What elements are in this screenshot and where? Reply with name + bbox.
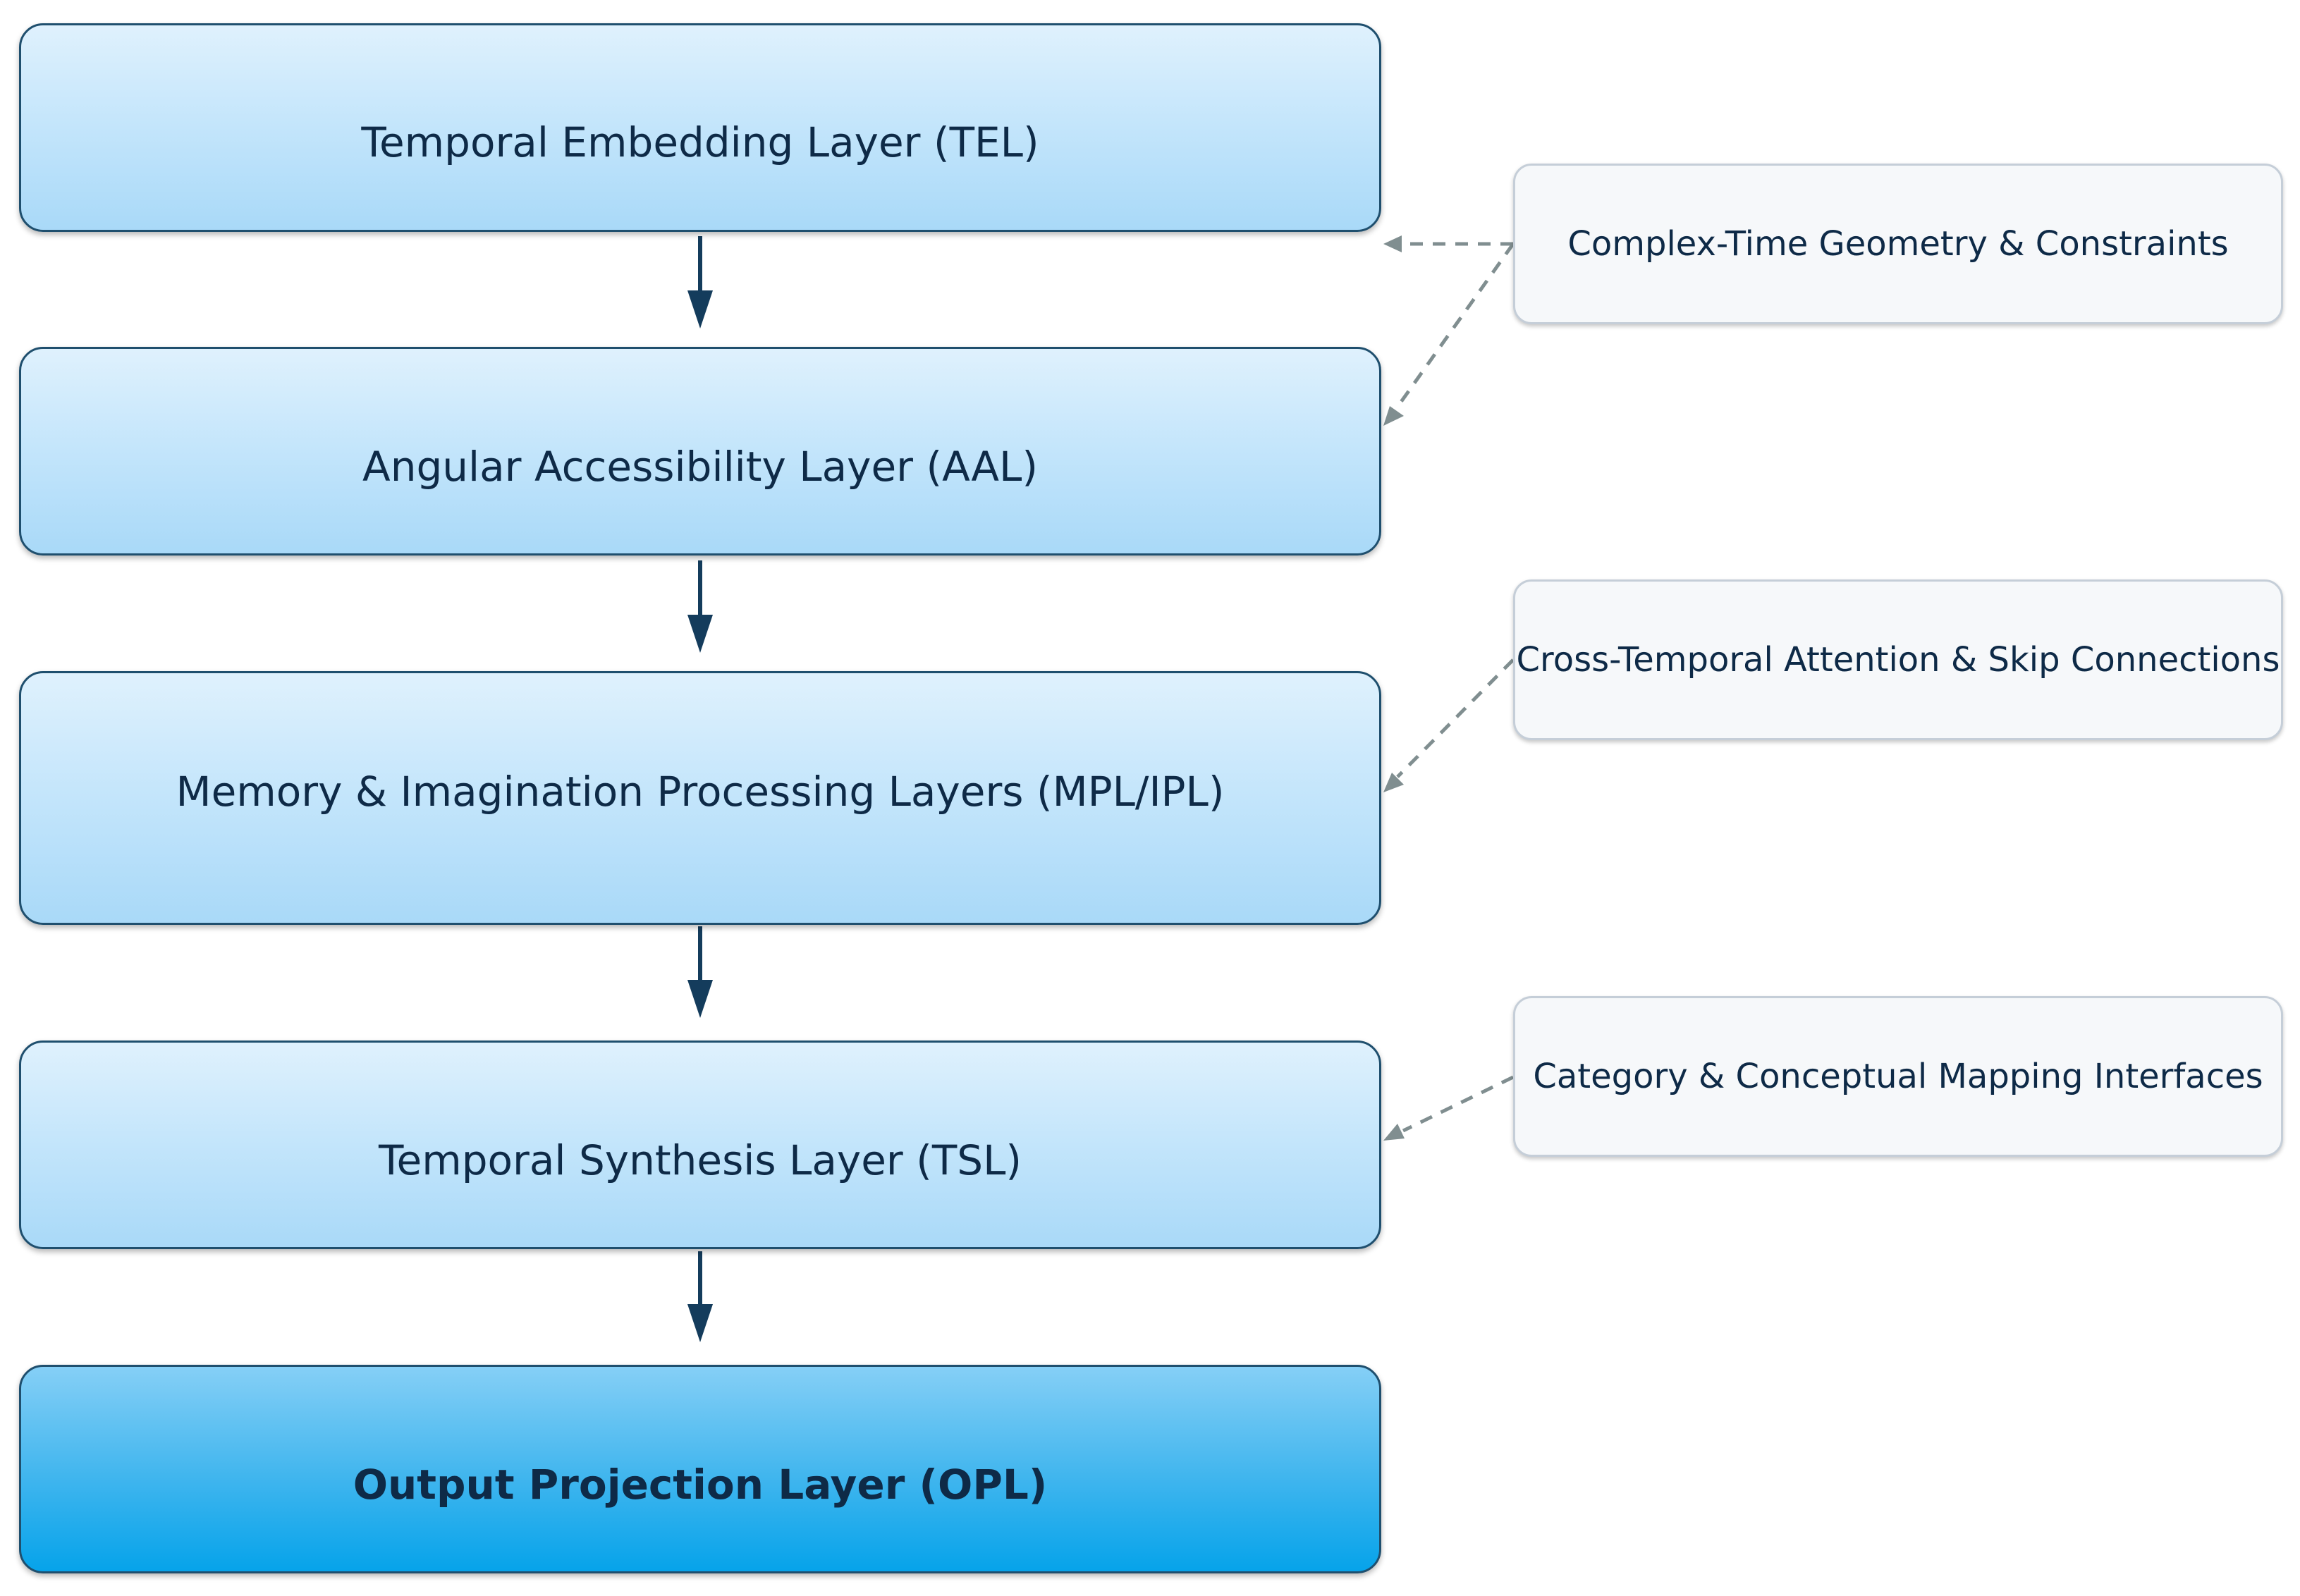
side-box-cta: Cross-Temporal Attention & Skip Connecti… bbox=[1513, 579, 2283, 740]
layer-box-mpl: Memory & Imagination Processing Layers (… bbox=[19, 671, 1381, 925]
layer-label-aal: Angular Accessibility Layer (AAL) bbox=[362, 443, 1038, 491]
layer-box-tel: Temporal Embedding Layer (TEL) bbox=[19, 23, 1381, 232]
dashed-arrow-ccm-tsl bbox=[1383, 1075, 1515, 1141]
flow-arrow-mpl-tsl bbox=[687, 926, 713, 1018]
dashed-arrow-cta-mpl bbox=[1383, 658, 1515, 792]
layer-box-tsl: Temporal Synthesis Layer (TSL) bbox=[19, 1041, 1381, 1249]
side-label-ctg: Complex-Time Geometry & Constraints bbox=[1567, 224, 2229, 264]
dashed-arrow-ctg-aal bbox=[1383, 243, 1515, 426]
flow-arrow-aal-mpl bbox=[687, 560, 713, 653]
side-box-ccm: Category & Conceptual Mapping Interfaces bbox=[1513, 996, 2283, 1157]
layer-label-mpl: Memory & Imagination Processing Layers (… bbox=[176, 768, 1225, 816]
dashed-arrow-ctg-tel bbox=[1383, 235, 1513, 252]
layer-label-tsl: Temporal Synthesis Layer (TSL) bbox=[378, 1136, 1022, 1184]
flow-arrow-tel-aal bbox=[687, 236, 713, 329]
side-label-cta: Cross-Temporal Attention & Skip Connecti… bbox=[1516, 640, 2280, 680]
layer-label-opl: Output Projection Layer (OPL) bbox=[353, 1461, 1048, 1509]
layer-box-aal: Angular Accessibility Layer (AAL) bbox=[19, 347, 1381, 555]
flow-arrow-tsl-opl bbox=[687, 1251, 713, 1342]
side-box-ctg: Complex-Time Geometry & Constraints bbox=[1513, 164, 2283, 324]
side-label-ccm: Category & Conceptual Mapping Interfaces bbox=[1533, 1057, 2263, 1096]
layer-label-tel: Temporal Embedding Layer (TEL) bbox=[361, 118, 1039, 166]
layer-box-opl: Output Projection Layer (OPL) bbox=[19, 1365, 1381, 1573]
